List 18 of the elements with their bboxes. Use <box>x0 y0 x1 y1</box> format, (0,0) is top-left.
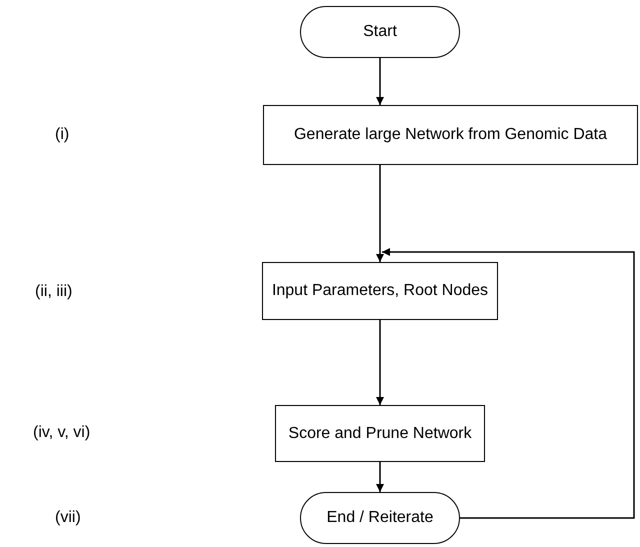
step-number: (vii) <box>55 509 81 527</box>
process-box <box>263 105 638 165</box>
step-number: (i) <box>55 126 70 144</box>
arrow <box>376 58 384 105</box>
step-number: (iv, v, vi) <box>33 424 90 442</box>
process-box <box>262 262 498 320</box>
node-label: Score and Prune Network <box>288 424 472 442</box>
step-number: (ii, iii) <box>35 283 72 301</box>
terminal-shape <box>300 6 460 58</box>
arrow <box>376 165 384 262</box>
terminal-shape <box>300 492 460 544</box>
node-label: Start <box>363 23 397 41</box>
node-label: Generate large Network from Genomic Data <box>294 126 607 144</box>
process-box <box>275 405 485 462</box>
arrow <box>376 320 384 405</box>
node-label: End / Reiterate <box>326 509 434 527</box>
arrow <box>376 462 384 492</box>
node-label: Input Parameters, Root Nodes <box>272 282 488 300</box>
